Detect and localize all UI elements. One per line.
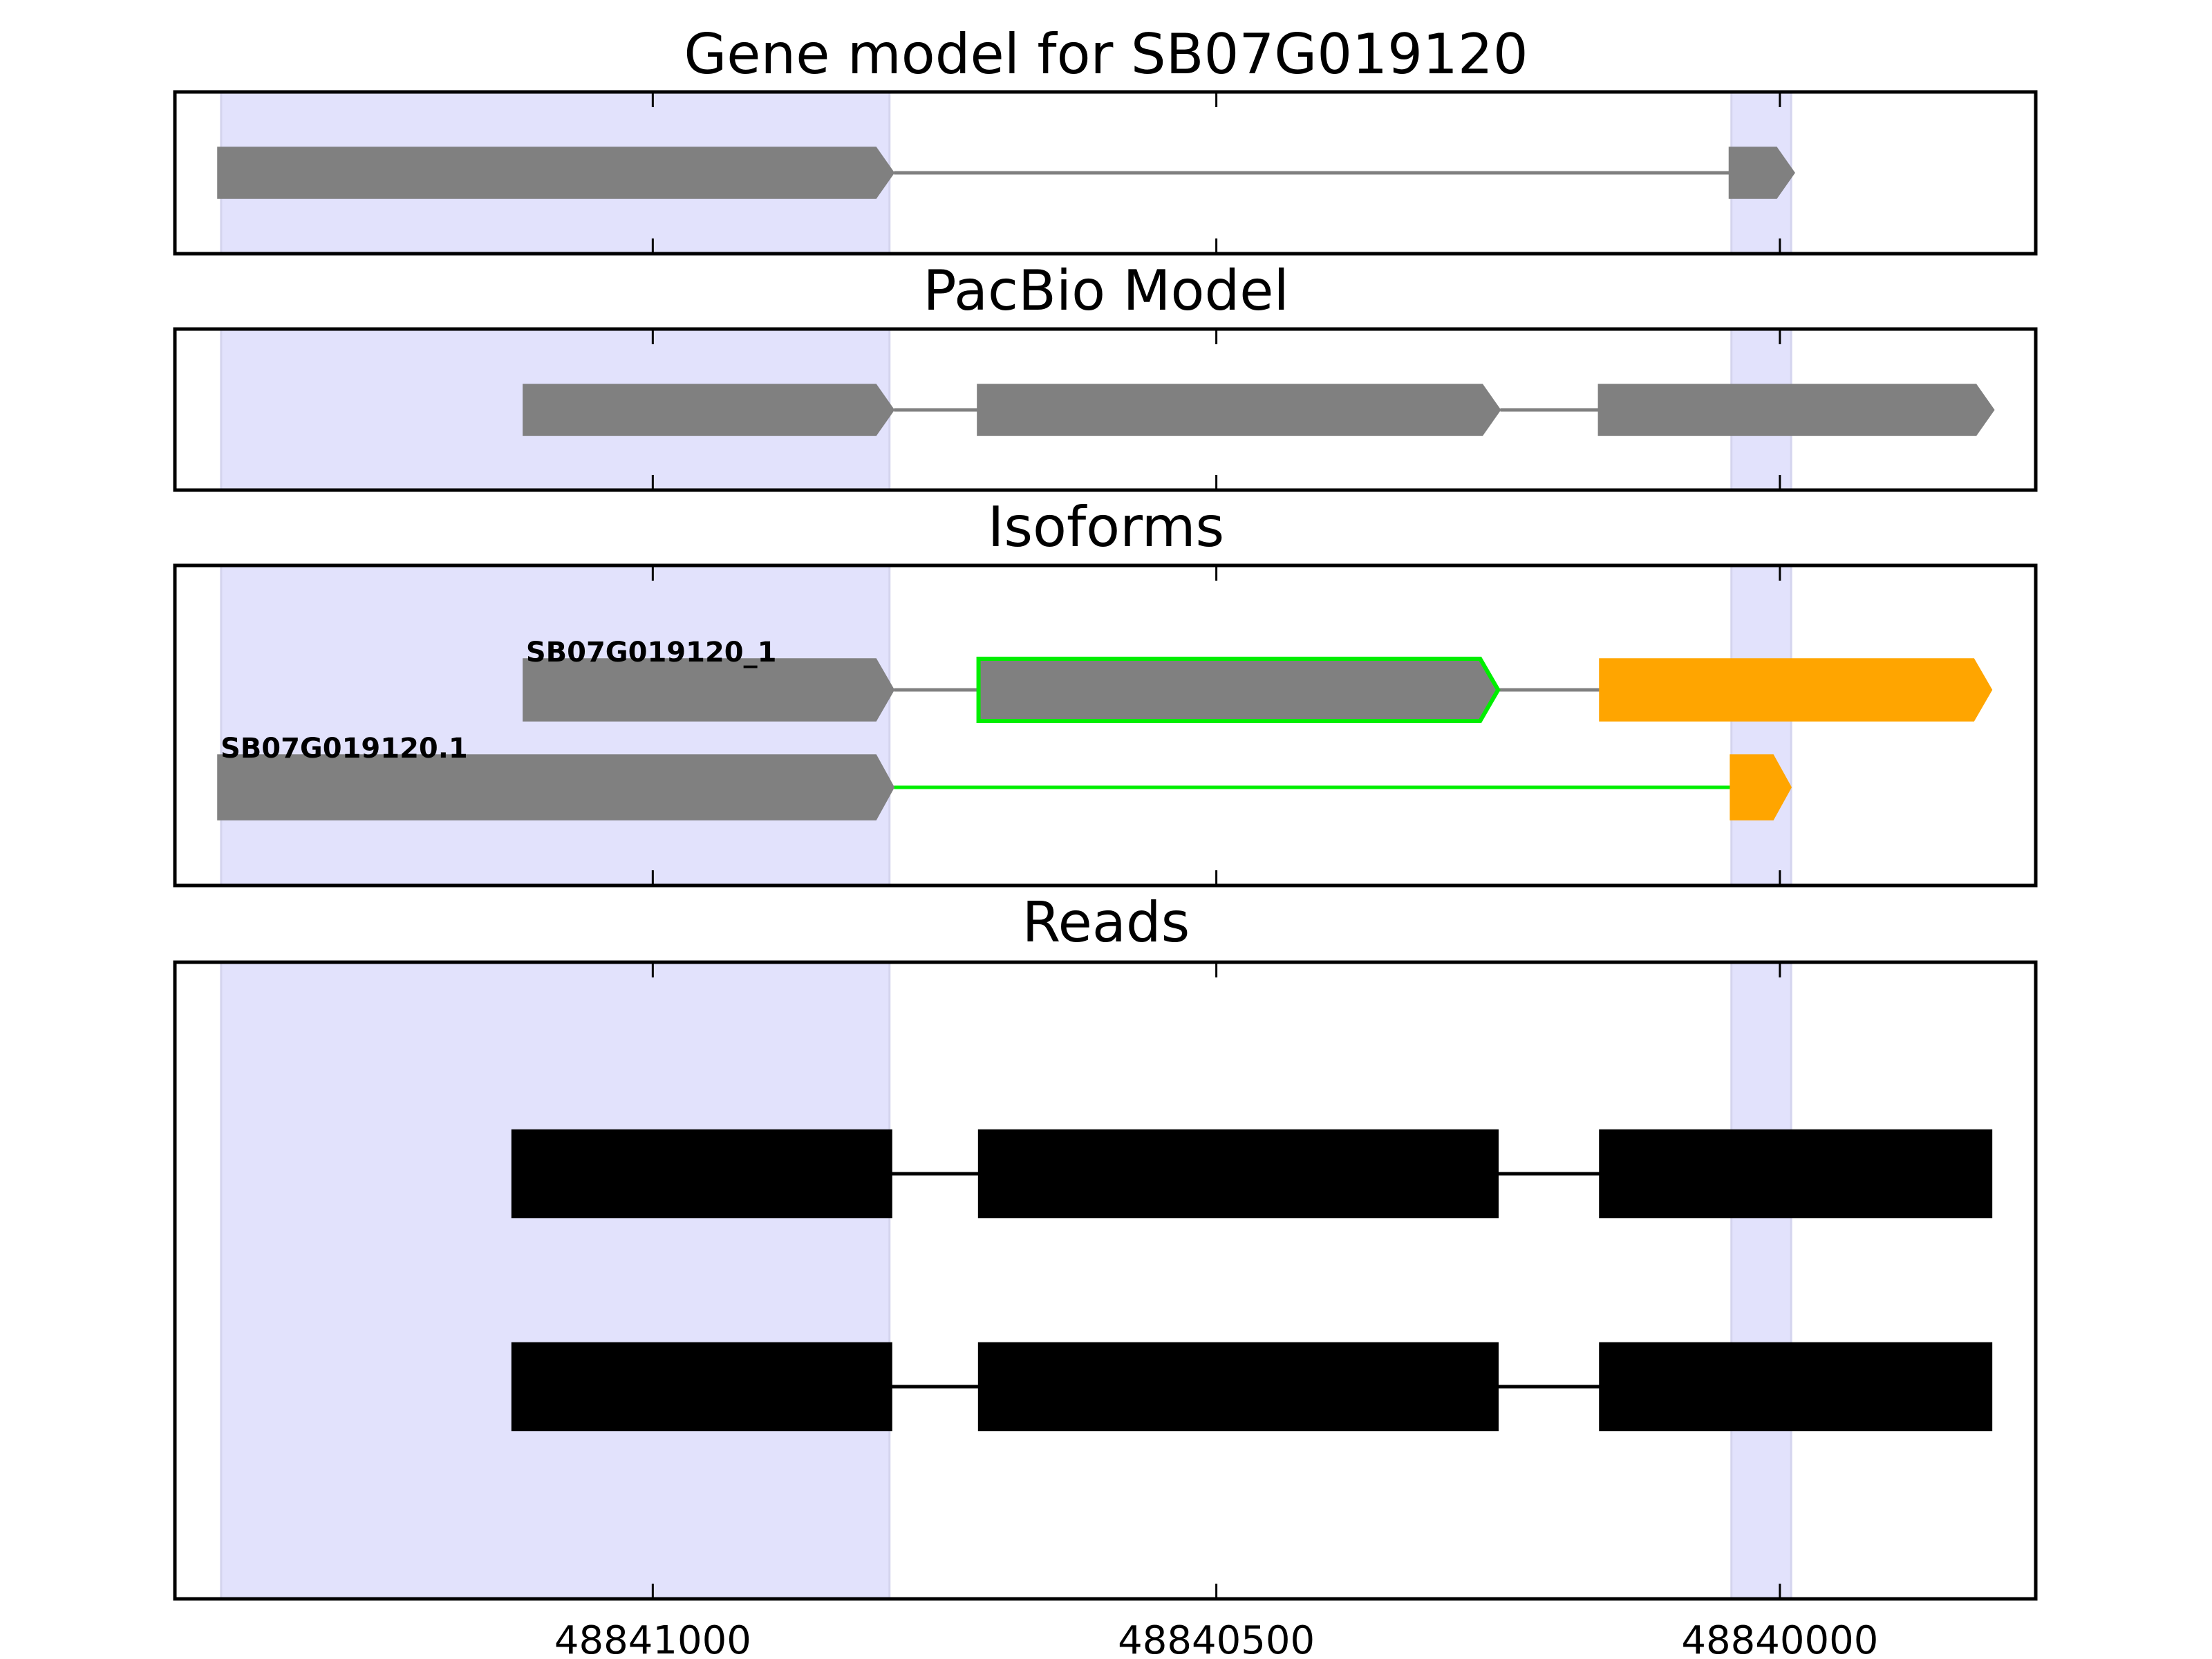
exon-block	[1597, 384, 1995, 436]
axes-frame	[173, 563, 2038, 888]
exon-block	[977, 1129, 1499, 1219]
exon-block	[1599, 658, 1993, 722]
exon-block	[976, 657, 1501, 723]
highlight-region	[1730, 961, 1792, 1600]
track	[523, 384, 1995, 436]
x-tick-label: 48840500	[1118, 1618, 1315, 1659]
isoform-label: SB07G019120_1	[526, 637, 777, 668]
highlight-region	[220, 564, 891, 887]
axes-frame	[173, 90, 2038, 256]
isoform-label: SB07G019120.1	[221, 733, 468, 765]
track: SB07G019120.1	[217, 733, 1792, 821]
x-tick-label: 48840000	[1681, 1618, 1878, 1659]
panel-pacbio-model: PacBio Model	[173, 259, 2038, 492]
panel-title: Isoforms	[988, 495, 1224, 559]
exon-block	[1599, 1342, 1993, 1432]
x-axis-tick-labels: 48841000 48840500 48840000	[554, 1618, 1879, 1659]
exon-block	[977, 1342, 1499, 1432]
panel-title: Reads	[1022, 890, 1190, 955]
track	[511, 1129, 1993, 1219]
panel-reads: Reads	[173, 890, 2038, 1601]
axes-frame	[173, 960, 2038, 1601]
exon-block	[523, 384, 895, 436]
highlight-region	[220, 961, 891, 1600]
x-tick-label: 48841000	[554, 1618, 751, 1659]
exon-block	[1730, 754, 1792, 821]
panel-title: Gene model for SB07G019120	[684, 22, 1528, 86]
exon-block	[977, 384, 1501, 436]
exon-block	[217, 147, 895, 199]
exon-block	[217, 754, 895, 821]
exon-block	[511, 1129, 892, 1219]
panel-title: PacBio Model	[923, 259, 1288, 323]
axes-frame	[173, 327, 2038, 492]
exon-block	[1728, 147, 1795, 199]
highlight-region	[1730, 564, 1792, 887]
track	[511, 1342, 1993, 1432]
exon-block	[1599, 1129, 1993, 1219]
exon-block	[523, 658, 895, 722]
track	[217, 147, 1795, 199]
panel-gene-model: Gene model for SB07G019120	[173, 22, 2038, 256]
track: SB07G019120_1	[523, 637, 1993, 723]
exon-block	[511, 1342, 892, 1432]
